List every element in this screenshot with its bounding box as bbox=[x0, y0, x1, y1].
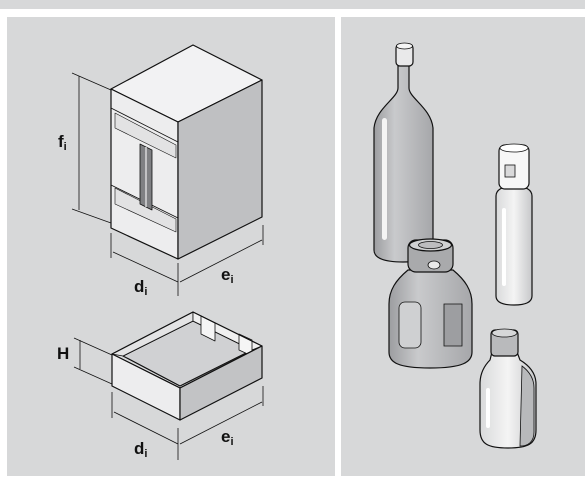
spray-bottle bbox=[495, 143, 533, 306]
tray bbox=[73, 311, 264, 460]
jar bbox=[388, 238, 473, 369]
carton-depth-label: di bbox=[134, 277, 147, 298]
tray-depth-label: di bbox=[134, 439, 147, 460]
carton-dimension-lines bbox=[71, 72, 264, 296]
carton-height-label: fi bbox=[58, 132, 67, 153]
wine-bottle bbox=[373, 42, 434, 263]
carton-side bbox=[177, 79, 263, 260]
carton bbox=[71, 44, 264, 296]
carton-width-label: ei bbox=[221, 265, 234, 286]
tray-side bbox=[179, 345, 263, 421]
top-strip bbox=[0, 0, 585, 9]
tray-height-label: H bbox=[57, 344, 69, 363]
tray-width-label: ei bbox=[221, 427, 234, 448]
tray-dimension-lines bbox=[73, 337, 264, 460]
flask-bottle bbox=[479, 328, 537, 449]
